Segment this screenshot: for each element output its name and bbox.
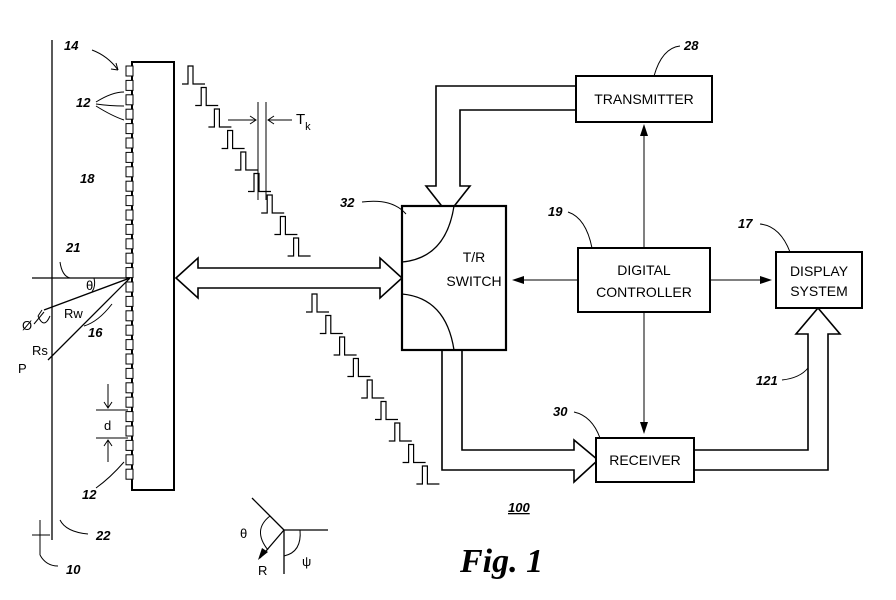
rw-label: Rw xyxy=(64,306,83,321)
rs-label: Rs xyxy=(32,343,48,358)
switch-to-receiver-pipe xyxy=(442,350,598,482)
body-boundary xyxy=(32,40,58,566)
transducer-element xyxy=(126,296,133,306)
transducer-element xyxy=(126,426,133,436)
transducer-element xyxy=(126,196,133,206)
pulse-waveform xyxy=(403,445,426,463)
digital-controller-block xyxy=(578,248,710,312)
transducer-elements xyxy=(126,66,133,479)
digital-controller-label-2: CONTROLLER xyxy=(596,284,692,300)
p-label: P xyxy=(18,361,27,376)
pulse-waveform xyxy=(222,131,245,149)
element-ref-bottom: 12 xyxy=(82,487,97,502)
pulse-waveform xyxy=(248,174,271,192)
inset-theta: θ xyxy=(240,526,247,541)
transducer-element xyxy=(126,167,133,177)
transducer-element xyxy=(126,210,133,220)
display-system-block xyxy=(776,252,862,308)
transducer-element xyxy=(126,138,133,148)
theta-label: θ xyxy=(86,278,93,293)
display-system-label-1: DISPLAY xyxy=(790,263,849,279)
figure-title: Fig. 1 xyxy=(459,543,543,580)
pulse-waveform xyxy=(334,337,357,355)
pulse-waveform xyxy=(208,109,231,127)
spacing-label: d xyxy=(104,418,111,433)
pulse-waveform xyxy=(320,316,343,334)
tr-switch-label-1: T/R xyxy=(463,249,486,265)
pulse-waveform xyxy=(416,466,439,484)
transducer-element xyxy=(126,109,133,119)
transmitter-to-switch-pipe xyxy=(426,86,576,214)
transducer-element xyxy=(126,311,133,321)
array-switch-double-arrow xyxy=(176,258,402,298)
digital-controller-label-1: DIGITAL xyxy=(617,262,671,278)
digital-controller-ref: 19 xyxy=(548,204,563,219)
angle-ref: 16 xyxy=(88,325,103,340)
transducer-element xyxy=(126,383,133,393)
transducer-element xyxy=(126,282,133,292)
pulse-waveform xyxy=(288,238,311,256)
pulse-waveform xyxy=(375,402,398,420)
medium-ref: 18 xyxy=(80,171,95,186)
pulse-waveform xyxy=(389,423,412,441)
inset-psi: ψ xyxy=(302,554,311,569)
transducer-element xyxy=(126,397,133,407)
display-system-label-2: SYSTEM xyxy=(790,283,848,299)
transducer-element xyxy=(126,368,133,378)
transducer-element xyxy=(126,66,133,76)
transmitter-label: TRANSMITTER xyxy=(594,91,694,107)
tr-switch-label-2: SWITCH xyxy=(446,273,501,289)
inset-r: R xyxy=(258,563,267,578)
pulse-waveform xyxy=(195,88,218,106)
transducer-element xyxy=(126,455,133,465)
display-input-ref: 121 xyxy=(756,373,778,388)
tr-switch-ref: 32 xyxy=(340,195,355,210)
transducer-element xyxy=(126,469,133,479)
element-ref-top: 12 xyxy=(76,95,91,110)
axis-ref: 21 xyxy=(65,240,80,255)
pulse-delay-label: Tk xyxy=(296,111,311,133)
receiver-label: RECEIVER xyxy=(609,452,681,468)
phi-label: Ø xyxy=(22,318,32,333)
transducer-element xyxy=(126,253,133,263)
boundary-ref: 22 xyxy=(95,528,111,543)
pulse-waveform xyxy=(361,380,384,398)
spacing-marker xyxy=(96,384,128,462)
pulse-waveform xyxy=(274,217,297,235)
pulse-waveform xyxy=(182,66,205,84)
receiver-ref: 30 xyxy=(553,404,568,419)
transducer-element xyxy=(126,124,133,134)
transducer-element xyxy=(126,181,133,191)
display-system-ref: 17 xyxy=(738,216,753,231)
receiver-to-display-pipe xyxy=(694,308,840,470)
transducer-element xyxy=(126,80,133,90)
pulse-waveform xyxy=(306,294,329,312)
transducer-element xyxy=(126,354,133,364)
transducer-element xyxy=(126,325,133,335)
transducer-element xyxy=(126,268,133,278)
transducer-element xyxy=(126,152,133,162)
transducer-element xyxy=(126,340,133,350)
system-ref: 100 xyxy=(508,500,530,515)
transducer-element xyxy=(126,239,133,249)
pulse-waveform xyxy=(235,152,258,170)
pulse-waveform xyxy=(261,195,284,213)
array-ref: 14 xyxy=(64,38,79,53)
pulse-delay-marker xyxy=(228,102,292,200)
transducer-element xyxy=(126,95,133,105)
pulse-waveform xyxy=(347,359,370,377)
transducer-element xyxy=(126,440,133,450)
transducer-element xyxy=(126,412,133,422)
transducer-array xyxy=(132,62,174,490)
body-ref: 10 xyxy=(66,562,81,577)
transducer-element xyxy=(126,224,133,234)
transmitter-ref: 28 xyxy=(683,38,699,53)
